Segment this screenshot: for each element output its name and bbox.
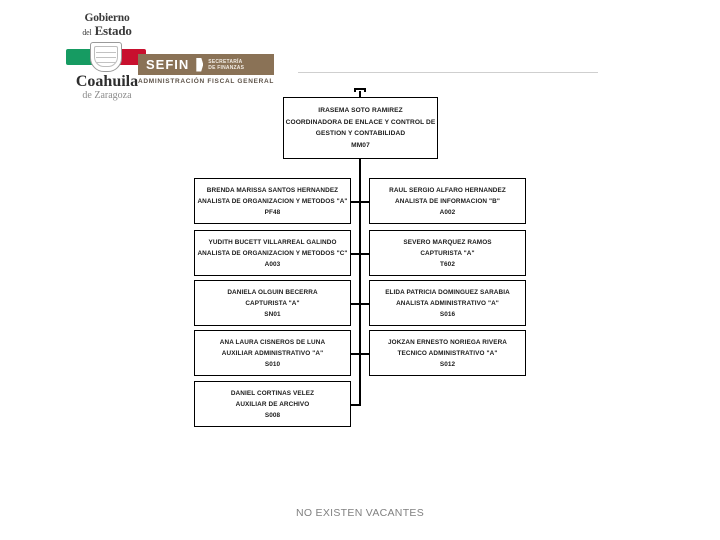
connector-left-row-5 <box>351 404 361 406</box>
org-node-name: DANIEL CORTINAS VELEZ <box>230 389 315 397</box>
connector-left-row-3 <box>351 303 361 305</box>
shield-detail-line-1 <box>96 52 116 53</box>
institutional-logo-header: Gobierno del Estado Coahuila de Zaragoza… <box>62 12 598 112</box>
sefin-brand-bar: SEFIN SECRETARÍA DE FINANZAS <box>138 54 275 75</box>
sefin-acronym: SEFIN <box>146 57 190 72</box>
org-node-name: BRENDA MARISSA SANTOS HERNANDEZ <box>206 186 339 194</box>
org-node-title-line2: GESTION Y CONTABILIDAD <box>315 130 406 137</box>
logo-estado-text: del Estado <box>62 24 152 40</box>
org-node-code: PF48 <box>264 208 281 216</box>
org-node-right-row-4[interactable]: JOKZAN ERNESTO NORIEGA RIVERA TECNICO AD… <box>369 330 526 376</box>
org-node-left-row-5[interactable]: DANIEL CORTINAS VELEZ AUXILIAR DE ARCHIV… <box>194 381 351 427</box>
sefin-fullname-line2: DE FINANZAS <box>208 64 245 71</box>
org-node-code: S016 <box>439 310 456 318</box>
org-node-title: ANALISTA DE ORGANIZACION Y METODOS "A" <box>197 197 348 205</box>
logo-del-text: del <box>82 28 92 37</box>
org-node-title: TECNICO ADMINISTRATIVO "A" <box>397 349 498 357</box>
org-node-code: S008 <box>264 411 281 419</box>
parent-connector-stub <box>354 88 366 97</box>
org-node-code: A003 <box>264 260 281 268</box>
sefin-logo: SEFIN SECRETARÍA DE FINANZAS ADMINISTRAC… <box>138 54 275 90</box>
connector-left-row-1 <box>351 201 361 203</box>
stub-right-leg <box>364 88 366 92</box>
org-node-name: YUDITH BUCETT VILLARREAL GALINDO <box>208 238 337 246</box>
org-node-title: AUXILIAR ADMINISTRATIVO "A" <box>221 349 324 357</box>
no-vacancies-note: NO EXISTEN VACANTES <box>295 507 425 519</box>
org-node-title: CAPTURISTA "A" <box>420 249 475 257</box>
sefin-fullname: SECRETARÍA DE FINANZAS <box>208 59 244 71</box>
org-node-title: CAPTURISTA "A" <box>245 299 300 307</box>
org-node-left-row-4[interactable]: ANA LAURA CISNEROS DE LUNA AUXILIAR ADMI… <box>194 330 351 376</box>
connector-left-row-2 <box>351 253 361 255</box>
org-node-name: IRASEMA SOTO RAMIREZ <box>318 107 403 114</box>
org-node-code: SN01 <box>264 310 281 318</box>
org-node-name: SEVERO MARQUEZ RAMOS <box>403 238 492 246</box>
sefin-fullname-line1: SECRETARÍA <box>208 58 243 65</box>
stub-left-leg <box>354 88 356 92</box>
shield-inner-border <box>94 46 118 67</box>
logo-gobierno-text: Gobierno <box>84 12 130 24</box>
coahuila-coat-of-arms-icon <box>90 42 122 72</box>
connector-right-row-4 <box>359 353 369 355</box>
flag-green-band <box>66 49 92 65</box>
shield-detail-line-3 <box>96 62 116 63</box>
org-node-name: JOKZAN ERNESTO NORIEGA RIVERA <box>387 338 507 346</box>
org-node-root[interactable]: IRASEMA SOTO RAMIREZ COORDINADORA DE ENL… <box>283 97 438 159</box>
connector-right-row-3 <box>359 303 369 305</box>
org-node-left-row-1[interactable]: BRENDA MARISSA SANTOS HERNANDEZ ANALISTA… <box>194 178 351 224</box>
org-node-title: ANALISTA DE INFORMACION "B" <box>395 197 500 205</box>
connector-right-row-1 <box>359 201 369 203</box>
coahuila-government-logo: Gobierno del Estado Coahuila de Zaragoza <box>62 12 152 112</box>
shield-detail-line-2 <box>96 57 116 58</box>
org-node-code: S012 <box>439 360 456 368</box>
org-node-left-row-3[interactable]: DANIELA OLGUIN BECERRA CAPTURISTA "A" SN… <box>194 280 351 326</box>
org-node-code: MM07 <box>351 141 370 149</box>
spine-vertical-line <box>359 159 361 406</box>
org-node-right-row-3[interactable]: ELIDA PATRICIA DOMINGUEZ SARABIA ANALIST… <box>369 280 526 326</box>
logo-state-subtitle: de Zaragoza <box>82 90 132 101</box>
connector-left-row-4 <box>351 353 361 355</box>
org-node-title-line1: COORDINADORA DE ENLACE Y CONTROL DE <box>285 118 436 126</box>
administracion-fiscal-general-label: ADMINISTRACIÓN FISCAL GENERAL <box>138 78 275 85</box>
logo-state-name: Coahuila <box>75 73 139 90</box>
org-node-name: RAUL SERGIO ALFARO HERNANDEZ <box>389 186 506 194</box>
logo-estado-word: Estado <box>94 23 132 38</box>
org-node-code: S010 <box>264 360 281 368</box>
org-node-left-row-2[interactable]: YUDITH BUCETT VILLARREAL GALINDO ANALIST… <box>194 230 351 276</box>
org-node-code: A002 <box>439 208 456 216</box>
org-node-name: ELIDA PATRICIA DOMINGUEZ SARABIA <box>385 288 510 296</box>
org-node-right-row-1[interactable]: RAUL SERGIO ALFARO HERNANDEZ ANALISTA DE… <box>369 178 526 224</box>
org-node-name: DANIELA OLGUIN BECERRA <box>227 288 318 296</box>
org-node-code: T602 <box>440 260 455 268</box>
org-node-name: ANA LAURA CISNEROS DE LUNA <box>219 338 326 346</box>
org-node-title: ANALISTA DE ORGANIZACION Y METODOS "C" <box>197 249 348 257</box>
sefin-chevron-icon <box>196 57 204 72</box>
header-divider-line <box>298 72 598 73</box>
org-node-right-row-2[interactable]: SEVERO MARQUEZ RAMOS CAPTURISTA "A" T602 <box>369 230 526 276</box>
stub-top-bar <box>354 88 366 90</box>
stub-center-drop <box>359 91 361 97</box>
org-node-title: AUXILIAR DE ARCHIVO <box>235 400 310 408</box>
connector-right-row-2 <box>359 253 369 255</box>
org-node-title: ANALISTA ADMINISTRATIVO "A" <box>396 299 499 307</box>
mexican-flag-shield-graphic <box>62 42 152 72</box>
